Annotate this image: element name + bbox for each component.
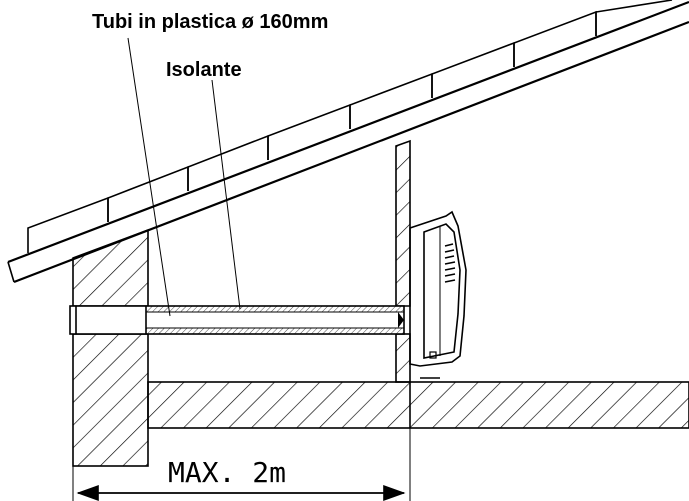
pipe-leader-line: [127, 37, 171, 317]
plastic-pipe: [69, 305, 405, 335]
floor-slab: [147, 381, 689, 429]
inner-wall: [395, 139, 411, 383]
wall-unit: [409, 210, 467, 379]
insulation-leader-line: [211, 79, 241, 310]
insulation-top: [145, 305, 405, 313]
roof-tiles: [27, 0, 673, 253]
max-distance-label: MAX. 2m: [168, 456, 286, 489]
dimension: [72, 428, 411, 501]
outer-wall: [72, 228, 149, 467]
insulation-label: Isolante: [166, 59, 242, 81]
roof: [7, 0, 689, 284]
pipe-label: Tubi in plastica ø 160mm: [92, 11, 328, 33]
insulation-bottom: [145, 327, 405, 335]
unit-grille: [444, 243, 456, 283]
